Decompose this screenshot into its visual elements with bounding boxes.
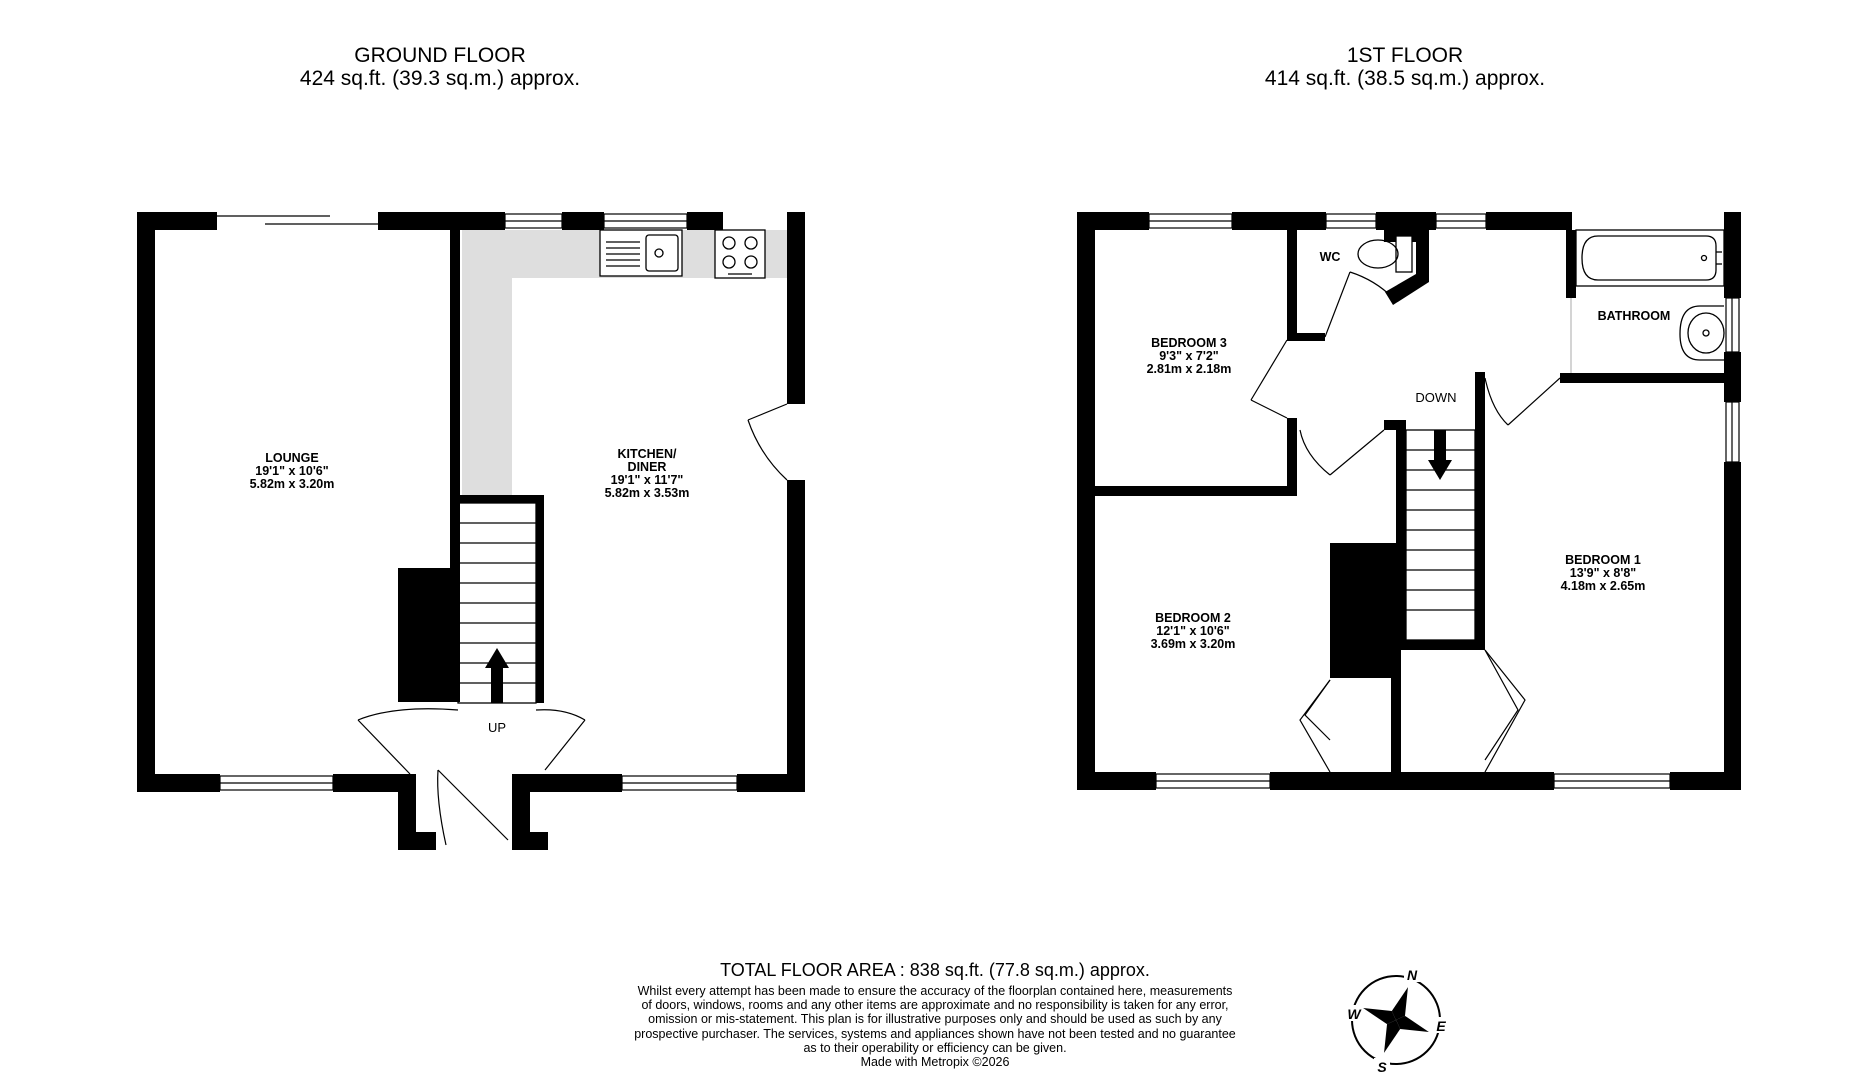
up-arrow-icon [485,648,509,703]
disclaimer: Whilst every attempt has been made to en… [610,984,1260,1055]
lounge-metric: 5.82m x 3.20m [250,477,335,491]
first-floor-windows [1148,213,1740,789]
bedroom2-metric: 3.69m x 3.20m [1151,637,1236,651]
lounge-name: LOUNGE [265,451,318,465]
ground-floor-plan: UP LOUNGE 19'1" x 10'6" 5.82m x 3.20m KI… [137,212,805,850]
made-with-credit: Made with Metropix ©2026 [860,1055,1010,1070]
ground-floor-area: 424 sq.ft. (39.3 sq.m.) approx. [299,67,581,90]
kitchen-hob [714,229,766,279]
lounge-chimney-breast [398,568,456,702]
kitchen-imperial: 19'1" x 11'7" [611,473,684,487]
bedroom2-label: BEDROOM 2 12'1" x 10'6" 3.69m x 3.20m [1151,611,1236,651]
first-floor-title: 1ST FLOOR [1346,44,1464,67]
bedroom2-imperial: 12'1" x 10'6" [1156,624,1229,638]
lounge-imperial: 19'1" x 10'6" [255,464,328,478]
bedroom2-name: BEDROOM 2 [1155,611,1231,625]
wc-label: WC [1320,250,1341,264]
disclaimer-line: omission or mis-statement. This plan is … [648,1012,1222,1027]
footer: TOTAL FLOOR AREA : 838 sq.ft. (77.8 sq.m… [610,960,1260,1069]
bedroom3-name: BEDROOM 3 [1151,336,1227,350]
kitchen-label: KITCHEN/ DINER 19'1" x 11'7" 5.82m x 3.5… [605,447,690,500]
compass-east: E [1436,1018,1446,1034]
kitchen-metric: 5.82m x 3.53m [605,486,690,500]
first-floor-area: 414 sq.ft. (38.5 sq.m.) approx. [1264,67,1546,90]
disclaimer-line: prospective purchaser. The services, sys… [634,1026,1236,1041]
disclaimer-line: of doors, windows, rooms and any other i… [641,998,1229,1013]
kitchen-side-door [747,403,788,481]
wc-toilet [1357,235,1413,273]
kitchen-name-line2: DINER [628,460,667,474]
ground-stair-label: UP [488,720,506,735]
bedroom3-label: BEDROOM 3 9'3" x 7'2" 2.81m x 2.18m [1147,336,1232,376]
bathroom-label: BATHROOM [1598,309,1671,323]
bedroom1-label: BEDROOM 1 13'9" x 8'8" 4.18m x 2.65m [1561,553,1646,593]
ground-floor-walls [137,212,805,850]
first-floor-heading: 1ST FLOOR 414 sq.ft. (38.5 sq.m.) approx… [1215,44,1595,90]
bedroom1-metric: 4.18m x 2.65m [1561,579,1646,593]
lounge-label: LOUNGE 19'1" x 10'6" 5.82m x 3.20m [250,451,335,491]
first-floor-plan: DOWN BEDROOM 3 9'3" x 7'2" 2.81m x 2.18m… [1077,212,1741,790]
kitchen-name-line1: KITCHEN/ [617,447,677,461]
kitchen-sink [599,229,683,277]
first-floor-door-swings [1250,271,1561,773]
disclaimer-line: as to their operability or efficiency ca… [803,1040,1067,1055]
compass-rose-icon: N E S W [1345,966,1449,1075]
compass-south: S [1377,1059,1387,1075]
compass-west: W [1347,1006,1362,1022]
compass-north: N [1407,967,1418,983]
bedroom1-imperial: 13'9" x 8'8" [1570,566,1637,580]
first-stair-label: DOWN [1415,390,1456,405]
bedroom1-name: BEDROOM 1 [1565,553,1641,567]
bathtub [1575,229,1725,287]
ground-floor-heading: GROUND FLOOR 424 sq.ft. (39.3 sq.m.) app… [260,44,620,90]
bathroom-basin [1679,305,1725,361]
ground-floor-windows [217,213,738,791]
down-arrow-icon [1428,430,1452,480]
first-floor-walls [1077,212,1741,790]
total-floor-area: TOTAL FLOOR AREA : 838 sq.ft. (77.8 sq.m… [720,960,1150,980]
bedroom3-imperial: 9'3" x 7'2" [1159,349,1219,363]
bedroom3-metric: 2.81m x 2.18m [1147,362,1232,376]
disclaimer-line: Whilst every attempt has been made to en… [637,984,1233,998]
hall-door-swings [357,708,586,846]
ground-floor-title: GROUND FLOOR [354,44,526,67]
